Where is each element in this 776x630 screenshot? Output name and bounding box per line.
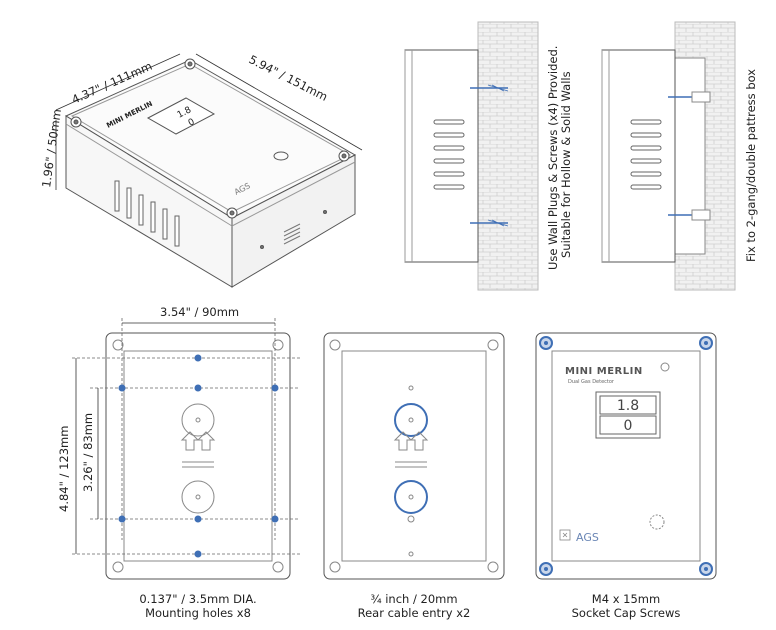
caption-screws-line2: Socket Cap Screws	[571, 606, 681, 620]
caption-screws-line1: M4 x 15mm	[591, 592, 661, 606]
caption-screws: M4 x 15mm Socket Cap Screws	[536, 592, 716, 620]
front-title: MINI MERLIN	[565, 366, 643, 377]
front-display-bottom: 0	[624, 418, 633, 434]
front-subtitle: Dual Gas Detector	[568, 379, 615, 385]
side-view-wall-plugs	[404, 21, 539, 291]
front-display-top: 1.8	[617, 398, 639, 414]
rear-view-cable-entry	[323, 332, 505, 580]
rear-dim-outer-height: 4.84" / 123mm	[57, 426, 71, 512]
iso-enclosure	[64, 58, 357, 288]
side-note-line1: Use Wall Plugs & Screws (x4) Provided.	[546, 46, 560, 270]
caption-cable-line2: Rear cable entry x2	[357, 606, 471, 620]
caption-mounting-line2: Mounting holes x8	[145, 606, 251, 620]
iso-dimension-lines	[55, 53, 363, 190]
front-view	[535, 332, 717, 580]
iso-display-bottom: 0	[187, 117, 197, 129]
rear-dim-inner-height: 3.26" / 83mm	[81, 413, 95, 492]
caption-mounting: 0.137" / 3.5mm DIA. Mounting holes x8	[106, 592, 290, 620]
iso-dim-length: 5.94" / 151mm	[247, 52, 330, 104]
rear-dim-width: 3.54" / 90mm	[160, 305, 239, 319]
front-logo: AGS	[576, 531, 599, 544]
caption-mounting-line1: 0.137" / 3.5mm DIA.	[139, 592, 257, 606]
side-note-pattress: Fix to 2-gang/double pattress box	[744, 69, 758, 262]
caption-cable-entry: ¾ inch / 20mm Rear cable entry x2	[324, 592, 504, 620]
side-note-line2: Suitable for Hollow & Solid Walls	[559, 71, 573, 258]
rear-view-mounting	[72, 318, 300, 580]
iso-dim-height: 1.96" / 50mm	[39, 108, 64, 188]
side-view-pattress	[601, 21, 736, 291]
caption-cable-line1: ¾ inch / 20mm	[370, 592, 458, 606]
